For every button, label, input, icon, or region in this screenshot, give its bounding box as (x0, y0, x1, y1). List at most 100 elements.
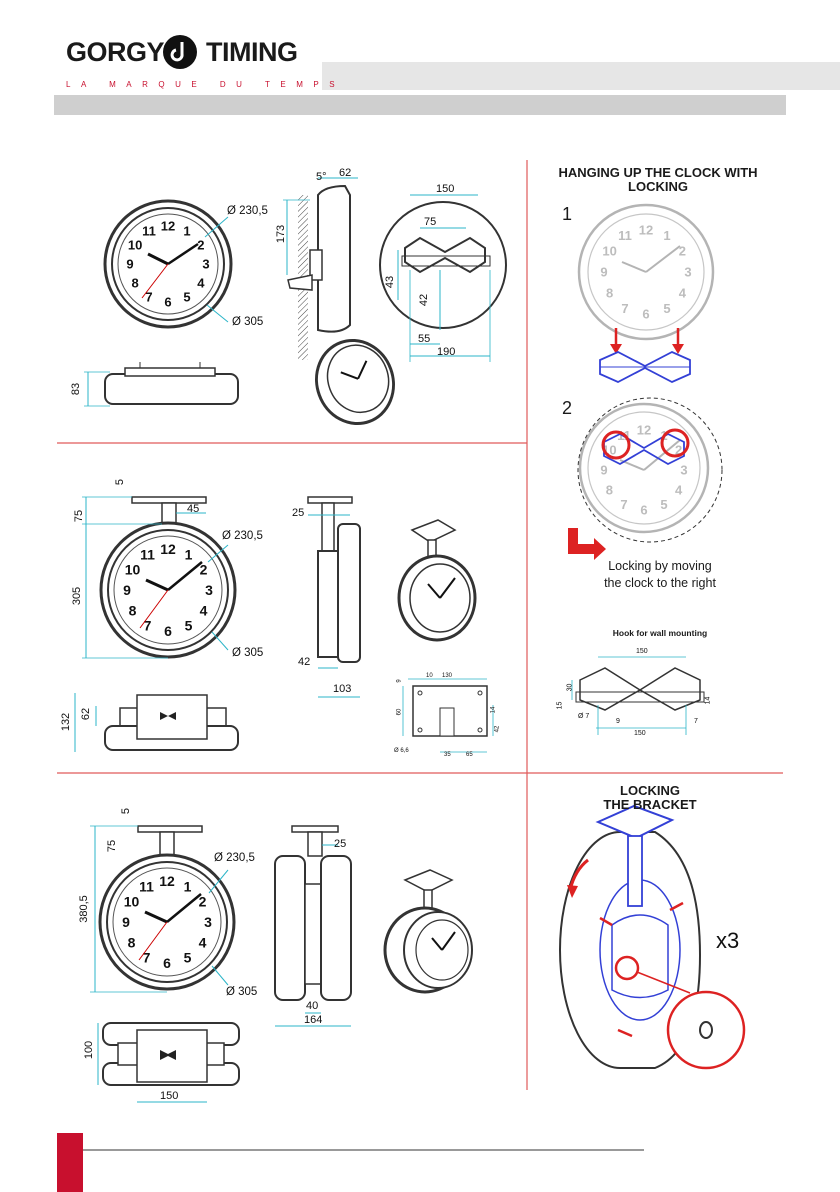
hook-bottom: 150 (634, 730, 646, 737)
s2-dia-large: Ø 305 (232, 647, 264, 659)
clock-numeral: 5 (184, 949, 192, 965)
s3-dia-small: Ø 230,5 (214, 852, 255, 864)
s3-dia-large: Ø 305 (226, 986, 258, 998)
s2-bottom-inner: 62 (80, 707, 93, 721)
s1-bracket-hook: 75 (424, 216, 437, 228)
s2-stem-w: 45 (187, 503, 200, 515)
header-band-right (322, 62, 840, 90)
clock-numeral: 6 (164, 623, 172, 639)
s2-top-gap: 5 (114, 478, 127, 486)
locking-bracket-line2: THE BRACKET (603, 797, 697, 812)
locking-bracket-line1: LOCKING (620, 783, 680, 798)
brand-logo-icon (163, 35, 197, 69)
s2-side-depth: 42 (298, 656, 311, 668)
rp-hook-drawing (571, 656, 705, 735)
header: GORGY TIMING LA MARQUE DU TEMPS (0, 0, 840, 120)
clock-numeral: 9 (123, 582, 131, 598)
s1-side-view (283, 177, 358, 360)
step-1-label: 1 (562, 204, 573, 224)
clock-numeral: 11 (139, 878, 154, 894)
hook-h2: 15 (556, 701, 564, 710)
clock-numeral: 4 (199, 934, 207, 950)
s2-stem: 75 (73, 509, 86, 523)
clock-numeral: 1 (663, 228, 670, 243)
s2-plate-f: 42 (494, 725, 501, 733)
s2-plate-a: 10 (426, 673, 433, 679)
s1-bracket-top: 150 (436, 183, 455, 195)
clock-numeral: 9 (122, 914, 130, 930)
clock-numeral: 7 (143, 949, 151, 965)
s3-bottom-view (97, 1022, 240, 1103)
hanging-heading: HANGING UP THE CLOCK WITH LOCKING (530, 166, 786, 194)
s3-side-plate: 25 (334, 838, 347, 850)
clock-numeral: 6 (164, 295, 171, 310)
clock-numeral: 7 (144, 617, 152, 633)
s2-side-plate: 25 (292, 507, 305, 519)
clock-numeral: 8 (131, 276, 138, 291)
hook-title: Hook for wall mounting (612, 628, 708, 638)
rp-step2-arrow-icon (568, 528, 606, 560)
s2-plate-d: 60 (396, 708, 403, 716)
clock-numeral: 12 (637, 423, 651, 438)
hook-a: 9 (616, 718, 620, 725)
locking-caption-line1: Locking by moving (608, 559, 712, 573)
s3-perspective-clock (383, 869, 473, 994)
clock-numeral: 2 (199, 893, 207, 909)
s3-top-gap: 5 (120, 807, 133, 815)
s1-bracket-bottom: 190 (437, 346, 456, 358)
clock-numeral: 8 (129, 602, 137, 618)
rp-bracket-locking-drawing (559, 804, 746, 1070)
clock-numeral: 6 (163, 955, 171, 971)
clock-numeral: 5 (663, 301, 670, 316)
clock-numeral: 10 (124, 893, 140, 909)
s1-bottom-view (84, 362, 239, 407)
s2-plate-e: 14 (490, 706, 497, 714)
clock-numeral: 2 (200, 561, 208, 577)
clock-numeral: 6 (642, 307, 649, 322)
clock-numeral: 12 (160, 541, 176, 557)
clock-numeral: 3 (202, 257, 209, 272)
s3-stem: 75 (106, 839, 119, 853)
clock-numeral: 1 (184, 878, 192, 894)
clock-numeral: 11 (140, 546, 155, 562)
s1-dia-small: Ø 230,5 (227, 205, 268, 217)
s1-side-angle: 5° (316, 171, 327, 183)
brand-tagline: LA MARQUE DU TEMPS (66, 80, 346, 89)
clock-numeral: 10 (125, 561, 141, 577)
s2-plate-c: 9 (396, 679, 403, 683)
brand-right-word: TIMING (206, 37, 298, 67)
footer-red-bar (57, 1133, 83, 1192)
s1-side-height: 173 (275, 224, 288, 244)
clock-numeral: 3 (680, 463, 687, 478)
clock-numeral: 7 (621, 301, 628, 316)
hook-r: 14 (704, 696, 712, 705)
s1-dia-large: Ø 305 (232, 316, 264, 328)
header-band-main (54, 95, 786, 115)
clock-numeral: 5 (660, 497, 667, 512)
clock-numeral: 1 (185, 546, 193, 562)
clock-numeral: 3 (204, 914, 212, 930)
hook-h1: 30 (566, 683, 574, 692)
clock-numeral: 5 (183, 290, 190, 305)
s2-dia-small: Ø 230,5 (222, 530, 263, 542)
s1-depth: 83 (70, 382, 83, 396)
s2-plate-hole: Ø 6,6 (394, 748, 409, 754)
rp-step1-arrows (610, 328, 684, 354)
clock-numeral: 4 (679, 286, 687, 301)
clock-numeral: 11 (618, 228, 632, 243)
step-2-label: 2 (562, 398, 573, 418)
locking-caption: Locking by moving the clock to the right (560, 558, 760, 592)
s2-plate-h: 65 (466, 752, 473, 758)
hanging-heading-line1: HANGING UP THE CLOCK WITH (558, 165, 758, 180)
clock-numeral: 4 (675, 483, 683, 498)
clock-numeral: 7 (620, 497, 627, 512)
clock-numeral: 5 (185, 617, 193, 633)
s3-side-inner: 40 (306, 1000, 319, 1012)
clock-numeral: 4 (200, 602, 208, 618)
s1-bracket-view (379, 194, 507, 362)
hanging-heading-line2: LOCKING (628, 179, 688, 194)
clock-numeral: 7 (145, 290, 152, 305)
